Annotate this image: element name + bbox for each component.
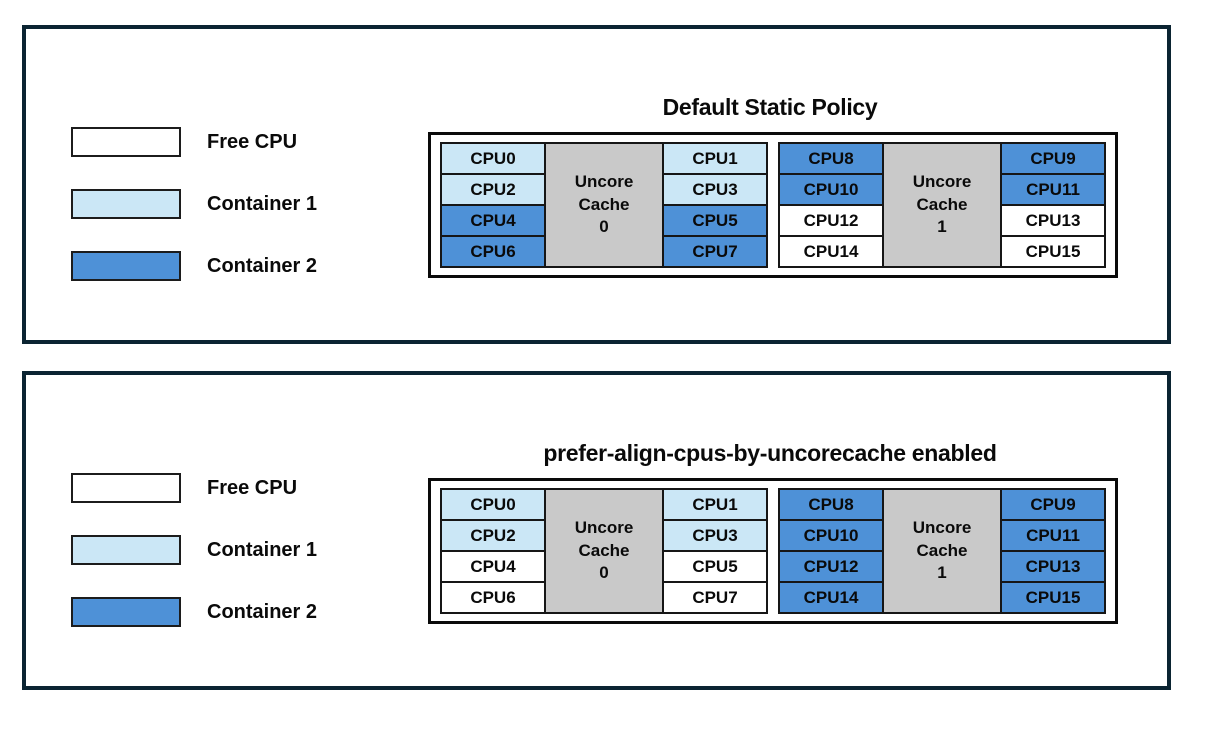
cpu-cell: CPU8 [778,488,884,521]
legend-item-free-cpu: Free CPU [71,127,317,157]
legend-item-free-cpu: Free CPU [71,473,317,503]
cpu-column-right: CPU1 CPU3 CPU5 CPU7 [662,142,768,268]
cpu-column-right: CPU9 CPU11 CPU13 CPU15 [1000,488,1106,614]
cpu-cell: CPU3 [662,519,768,552]
cpu-column-right: CPU1 CPU3 CPU5 CPU7 [662,488,768,614]
uncore-cache-0-box: Uncore Cache 0 [544,142,664,268]
cpu-cell: CPU11 [1000,173,1106,206]
legend-item-container-1: Container 1 [71,189,317,219]
cpu-cell: CPU1 [662,488,768,521]
cpu-cell: CPU6 [440,235,546,268]
legend: Free CPU Container 1 Container 2 [71,127,317,313]
container-2-swatch [71,597,181,627]
cpu-cell: CPU10 [778,173,884,206]
uncore-cache-label-line: Uncore [574,172,634,192]
container-1-swatch [71,189,181,219]
cpu-cell: CPU12 [778,204,884,237]
legend-label: Free CPU [207,476,298,499]
cpu-column-left: CPU0 CPU2 CPU4 CPU6 [440,142,546,268]
cpu-cell: CPU3 [662,173,768,206]
legend-item-container-1: Container 1 [71,535,317,565]
cpu-diagram: CPU0 CPU2 CPU4 CPU6 Uncore Cache 0 CPU1 … [428,478,1118,624]
uncore-cache-label-line: Uncore [912,172,972,192]
legend-label: Free CPU [207,130,298,153]
cpu-diagram: CPU0 CPU2 CPU4 CPU6 Uncore Cache 0 CPU1 … [428,132,1118,278]
cpu-cell: CPU15 [1000,235,1106,268]
legend-label: Container 1 [207,192,318,215]
uncore-cache-label-line: 1 [937,217,947,237]
legend-item-container-2: Container 2 [71,251,317,281]
cpu-cell: CPU4 [440,550,546,583]
uncore-cache-label-line: Cache [916,194,968,214]
panel-uncorecache-enabled: prefer-align-cpus-by-uncorecache enabled… [22,371,1171,690]
legend-label: Container 2 [207,254,318,277]
uncore-group-1: CPU8 CPU10 CPU12 CPU14 Uncore Cache 1 CP… [778,488,1106,614]
uncore-group-1: CPU8 CPU10 CPU12 CPU14 Uncore Cache 1 CP… [778,142,1106,268]
cpu-column-left: CPU8 CPU10 CPU12 CPU14 [778,142,884,268]
cpu-cell: CPU9 [1000,488,1106,521]
uncore-group-0: CPU0 CPU2 CPU4 CPU6 Uncore Cache 0 CPU1 … [440,142,768,268]
uncore-cache-label-line: Cache [916,540,968,560]
uncore-cache-label-line: Cache [578,194,630,214]
legend: Free CPU Container 1 Container 2 [71,473,317,659]
cpu-cell: CPU2 [440,173,546,206]
cpu-cell: CPU5 [662,204,768,237]
uncore-cache-label-line: Uncore [574,518,634,538]
cpu-cell: CPU1 [662,142,768,175]
cpu-cell: CPU13 [1000,204,1106,237]
cpu-cell: CPU12 [778,550,884,583]
uncore-cache-label-line: Uncore [912,518,972,538]
uncore-cache-label-line: 0 [599,217,609,237]
free-cpu-swatch [71,473,181,503]
uncore-cache-1-box: Uncore Cache 1 [882,488,1002,614]
cpu-cell: CPU6 [440,581,546,614]
cpu-cell: CPU13 [1000,550,1106,583]
cpu-cell: CPU14 [778,581,884,614]
container-2-swatch [71,251,181,281]
legend-label: Container 1 [207,538,318,561]
cpu-cell: CPU5 [662,550,768,583]
cpu-cell: CPU11 [1000,519,1106,552]
cpu-column-left: CPU0 CPU2 CPU4 CPU6 [440,488,546,614]
cpu-cell: CPU2 [440,519,546,552]
cpu-cell: CPU10 [778,519,884,552]
cpu-cell: CPU4 [440,204,546,237]
container-1-swatch [71,535,181,565]
cpu-cell: CPU0 [440,488,546,521]
uncore-cache-label-line: 0 [599,563,609,583]
uncore-cache-label-line: 1 [937,563,947,583]
cpu-cell: CPU0 [440,142,546,175]
legend-item-container-2: Container 2 [71,597,317,627]
cpu-column-left: CPU8 CPU10 CPU12 CPU14 [778,488,884,614]
uncore-cache-0-box: Uncore Cache 0 [544,488,664,614]
cpu-cell: CPU14 [778,235,884,268]
free-cpu-swatch [71,127,181,157]
panel-title: Default Static Policy [662,94,878,121]
uncore-cache-label-line: Cache [578,540,630,560]
cpu-cell: CPU7 [662,581,768,614]
cpu-cell: CPU9 [1000,142,1106,175]
uncore-cache-1-box: Uncore Cache 1 [882,142,1002,268]
uncore-group-0: CPU0 CPU2 CPU4 CPU6 Uncore Cache 0 CPU1 … [440,488,768,614]
panel-default-static-policy: Default Static Policy Free CPU Container… [22,25,1171,344]
cpu-column-right: CPU9 CPU11 CPU13 CPU15 [1000,142,1106,268]
cpu-cell: CPU8 [778,142,884,175]
cpu-cell: CPU15 [1000,581,1106,614]
panel-title: prefer-align-cpus-by-uncorecache enabled [543,440,997,467]
legend-label: Container 2 [207,600,318,623]
cpu-cell: CPU7 [662,235,768,268]
